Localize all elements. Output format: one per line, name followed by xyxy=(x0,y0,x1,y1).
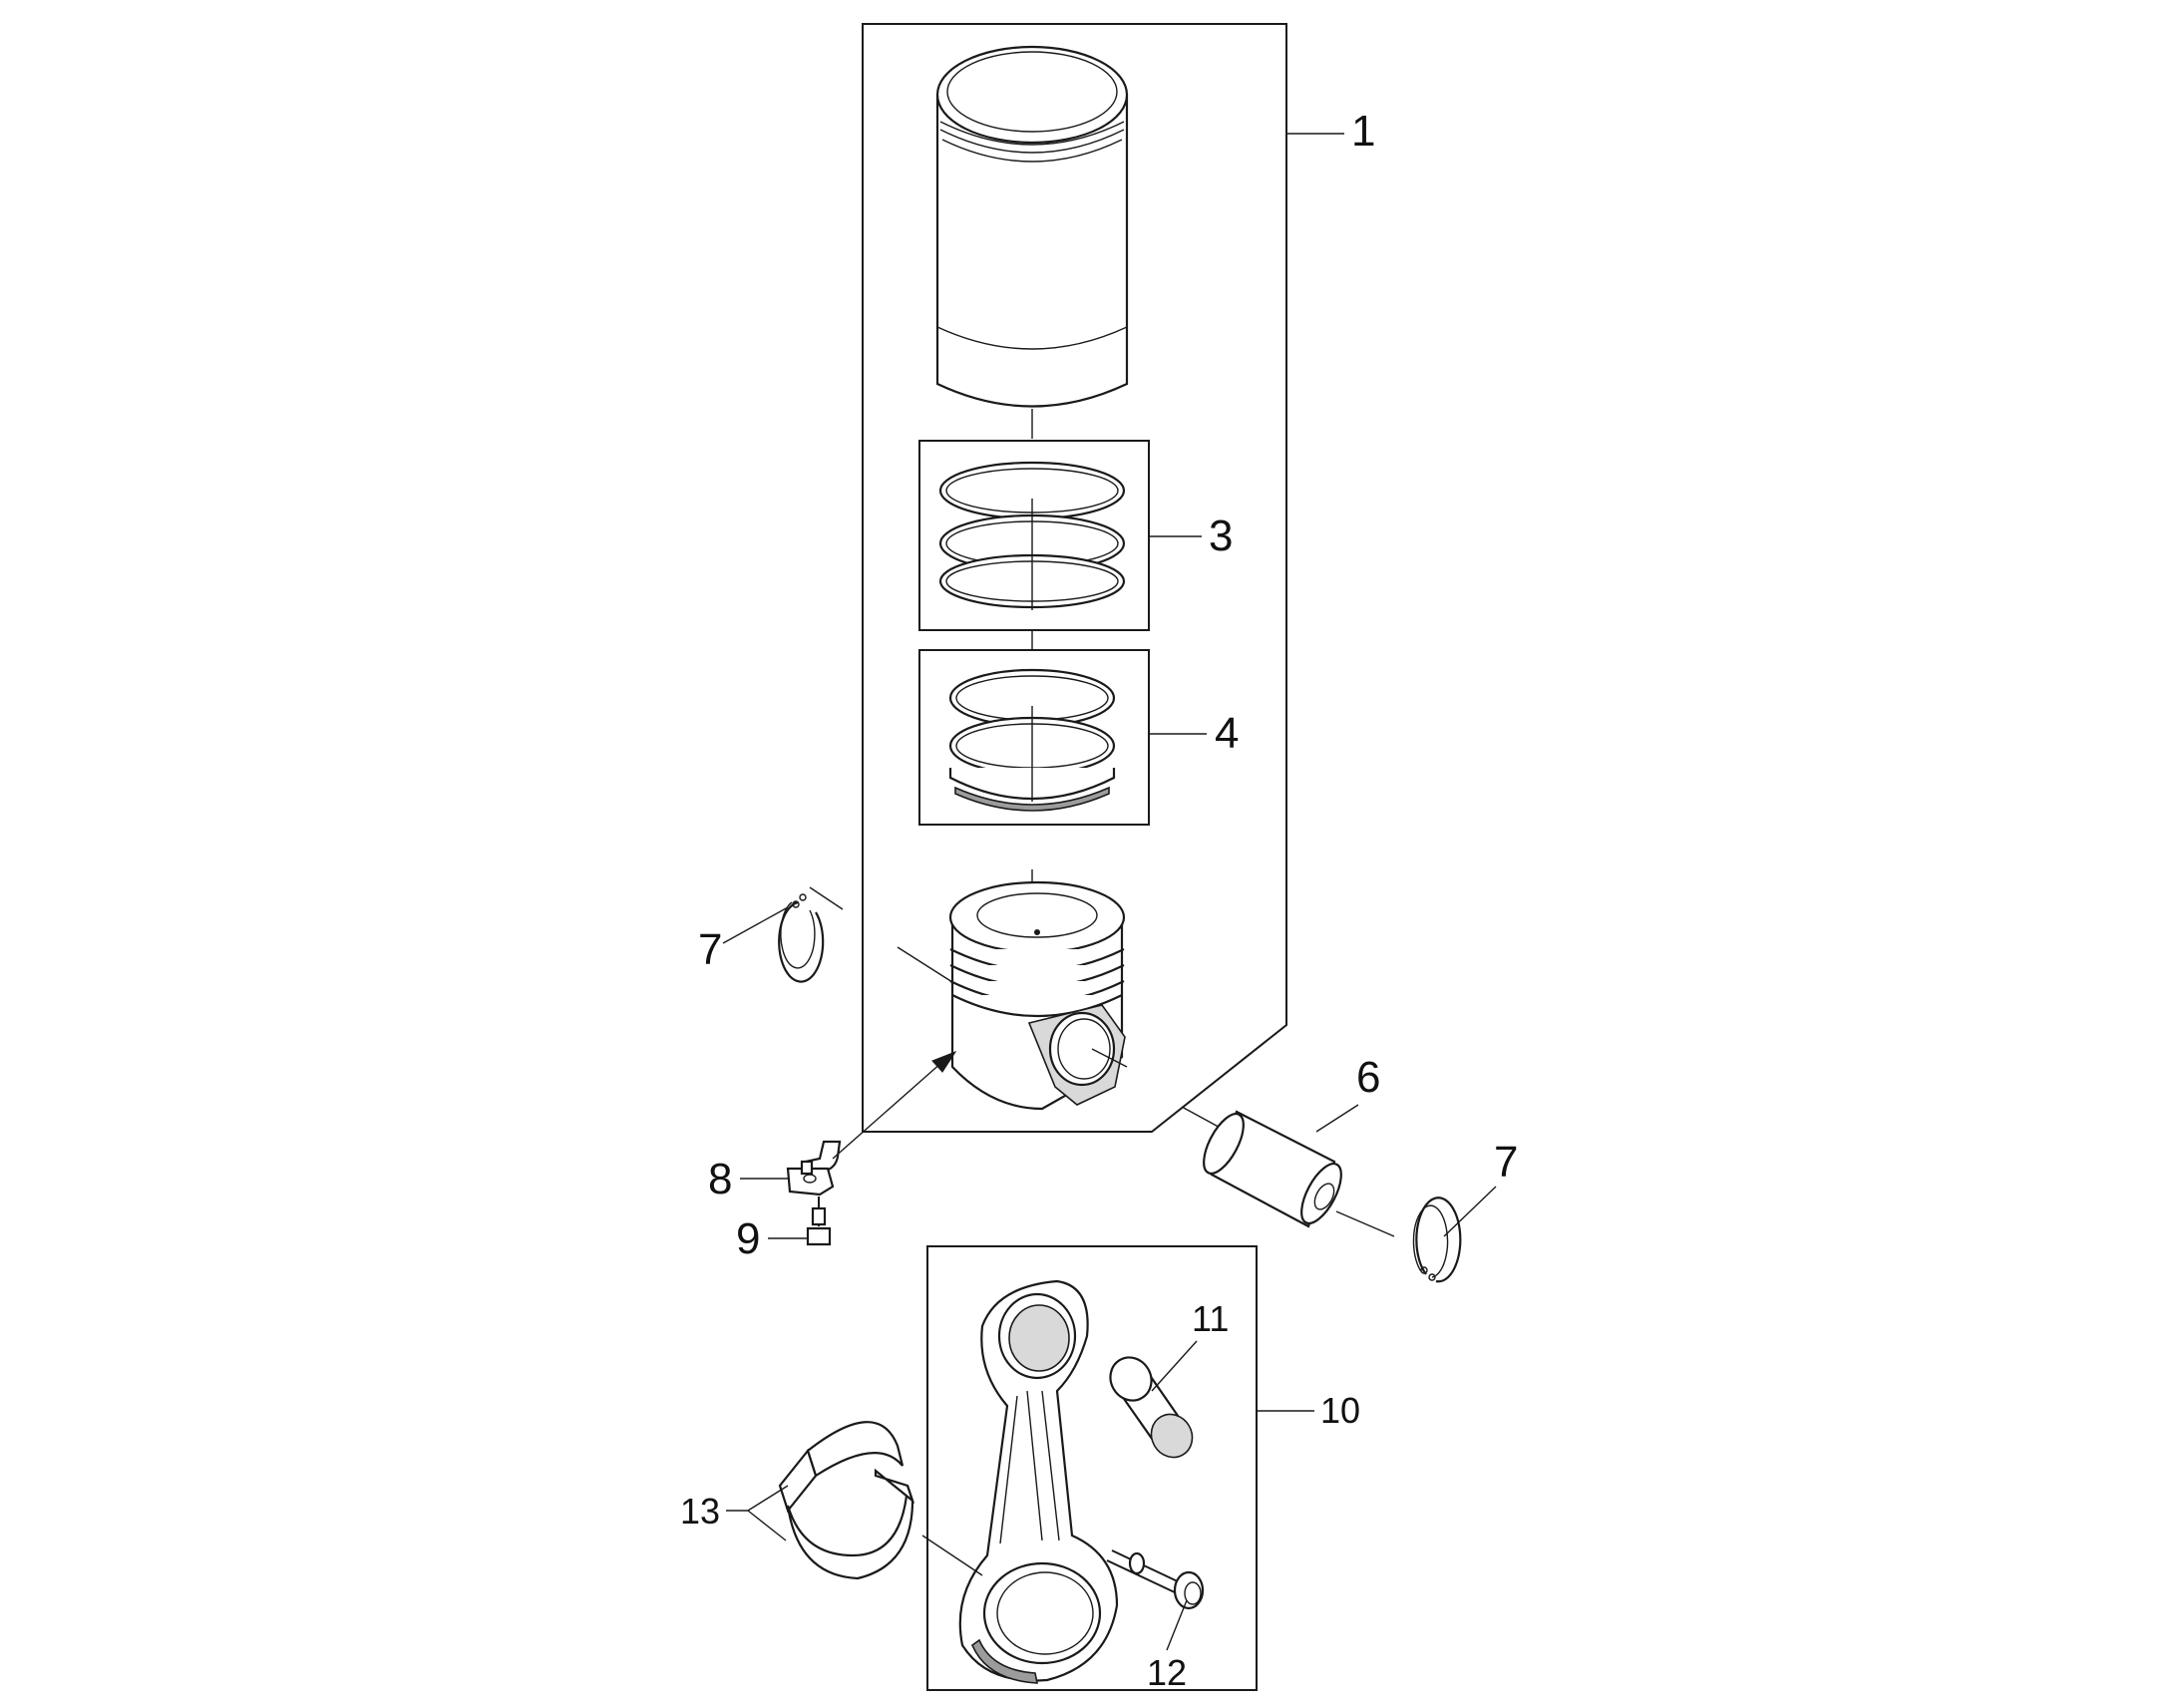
piston xyxy=(948,880,1128,1111)
small-end-bushing xyxy=(1109,1356,1194,1459)
piston-ring-oil xyxy=(948,668,1116,812)
snap-ring-left-axis xyxy=(809,886,844,910)
callout-6: 6 xyxy=(1356,1053,1380,1102)
callout-7b: 7 xyxy=(1494,1138,1518,1187)
cooling-nozzle xyxy=(786,1140,842,1196)
callout-7a: 7 xyxy=(698,925,722,974)
group-10-box xyxy=(926,1245,1258,1691)
group-3-box xyxy=(918,440,1150,631)
bearing-shell-lower xyxy=(786,1468,915,1580)
callout-7a-leader xyxy=(722,906,789,944)
callout-10: 10 xyxy=(1320,1390,1360,1431)
piston-pin xyxy=(1203,1110,1342,1228)
snap-ring-right xyxy=(1412,1196,1462,1283)
connecting-rod xyxy=(958,1279,1119,1684)
bearing-shell-upper xyxy=(778,1421,905,1514)
group-4-box xyxy=(918,649,1150,826)
callout-7b-leader xyxy=(1443,1186,1497,1237)
nozzle-arrow-head xyxy=(931,1050,957,1073)
piston-rings-upper xyxy=(938,461,1126,610)
callout-8: 8 xyxy=(708,1155,732,1203)
callout-13-leader-a xyxy=(747,1485,789,1512)
callout-6-leader xyxy=(1315,1104,1359,1133)
piston-axis-line xyxy=(897,946,953,983)
callout-11: 11 xyxy=(1192,1298,1229,1339)
pin-to-ring-axis xyxy=(1335,1210,1395,1237)
nozzle-bolt xyxy=(806,1196,832,1246)
callout-11-leader xyxy=(1151,1340,1198,1392)
nozzle-leader-arrow xyxy=(832,1061,943,1160)
callout-12-leader xyxy=(1166,1599,1188,1651)
callout-9: 9 xyxy=(736,1214,760,1263)
callout-3: 3 xyxy=(1209,512,1233,560)
callout-13-leader-b xyxy=(747,1510,787,1541)
callout-1: 1 xyxy=(1351,107,1375,156)
rod-bore-axis xyxy=(921,1535,983,1576)
cylinder-liner xyxy=(935,45,1129,439)
rod-bolt xyxy=(1106,1549,1205,1610)
snap-ring-left xyxy=(778,893,825,983)
callout-13: 13 xyxy=(680,1491,720,1532)
callout-12: 12 xyxy=(1147,1652,1187,1693)
callout-4: 4 xyxy=(1215,709,1239,758)
group-1-outline xyxy=(862,23,1287,1133)
